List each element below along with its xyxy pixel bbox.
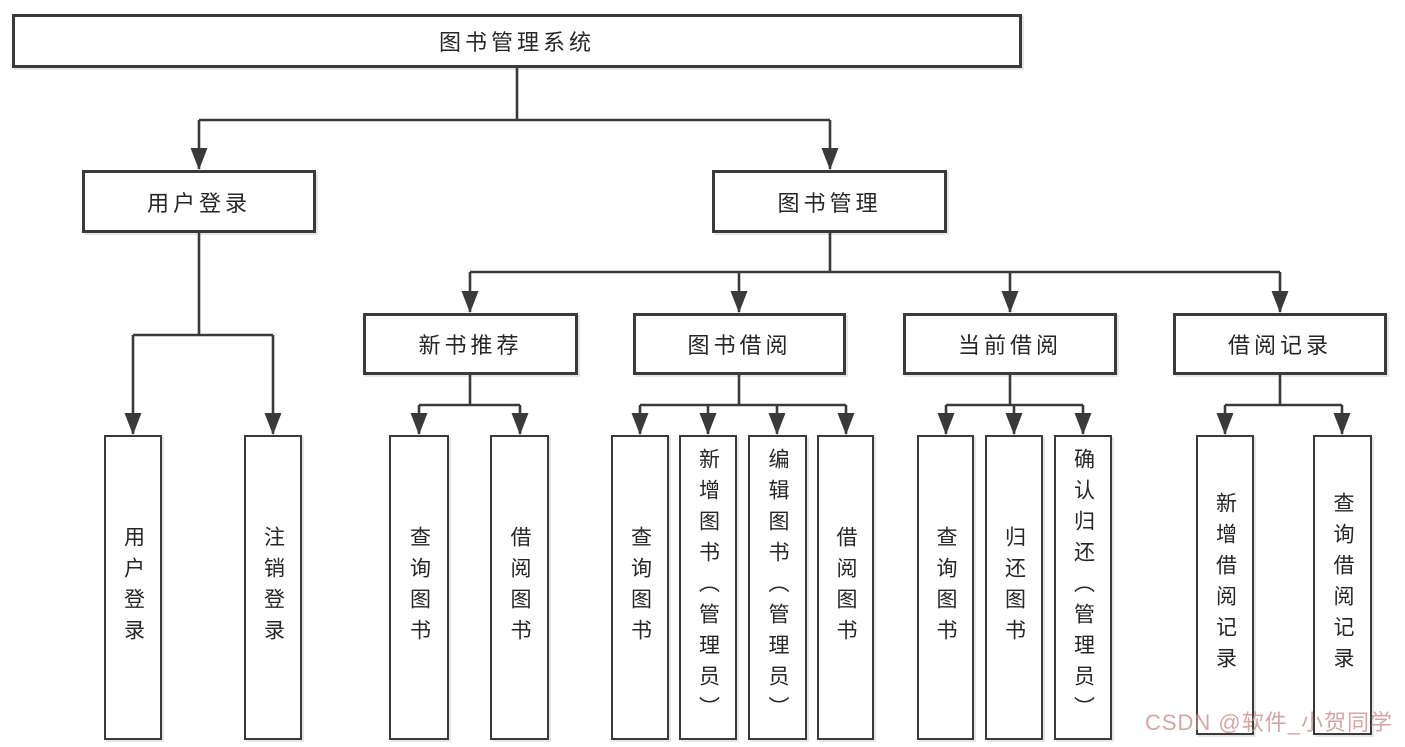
leaf-current-query-books: 查询图书 bbox=[917, 435, 974, 740]
node-label: 查询图书 bbox=[628, 525, 652, 650]
connector-bookmgmt-to-level3 bbox=[461, 233, 1289, 313]
node-user-login: 用户登录 bbox=[82, 170, 316, 233]
node-book-management: 图书管理 bbox=[712, 170, 947, 233]
node-book-borrowing: 图书借阅 bbox=[633, 313, 846, 375]
connector-records-to-leaves bbox=[1216, 375, 1351, 435]
node-label: 当前借阅 bbox=[957, 333, 1062, 358]
node-label: 用户登录 bbox=[121, 525, 145, 650]
node-label: 借阅图书 bbox=[834, 525, 857, 650]
leaf-newbook-borrow-books: 借阅图书 bbox=[490, 435, 549, 740]
leaf-borrowing-query-books: 查询图书 bbox=[611, 435, 669, 740]
node-label: 查询图书 bbox=[407, 525, 431, 650]
connector-root-to-level2 bbox=[190, 68, 839, 170]
leaf-logout: 注销登录 bbox=[244, 435, 302, 740]
node-current-borrowing: 当前借阅 bbox=[903, 313, 1117, 375]
connector-newbooks-to-leaves bbox=[410, 375, 529, 435]
leaf-borrowing-add-books-admin: 新增图书（管理员） bbox=[679, 435, 737, 740]
node-label: 借阅记录 bbox=[1227, 333, 1332, 358]
csdn-watermark: CSDN @软件_小贺同学 bbox=[1144, 710, 1393, 735]
node-label: 查询借阅记录 bbox=[1331, 492, 1354, 678]
node-label: 编辑图书（管理员） bbox=[766, 448, 789, 727]
node-label: 归还图书 bbox=[1002, 525, 1026, 650]
node-label: 用户登录 bbox=[146, 190, 251, 216]
connector-borrowing-to-leaves bbox=[631, 375, 855, 435]
node-label: 新增借阅记录 bbox=[1213, 492, 1237, 678]
node-label: 图书管理系统 bbox=[438, 30, 595, 55]
node-label: 新书推荐 bbox=[418, 333, 523, 358]
leaf-borrowing-borrow-books: 借阅图书 bbox=[817, 435, 874, 740]
node-label: 注销登录 bbox=[261, 525, 285, 650]
node-new-book-recommendation: 新书推荐 bbox=[363, 313, 578, 375]
leaf-newbook-query-books: 查询图书 bbox=[389, 435, 449, 740]
node-label: 查询图书 bbox=[934, 525, 957, 650]
leaf-user-login: 用户登录 bbox=[104, 435, 162, 740]
node-label: 图书借阅 bbox=[687, 333, 792, 358]
leaf-current-confirm-return-admin: 确认归还（管理员） bbox=[1054, 435, 1112, 740]
node-label: 确认归还（管理员） bbox=[1071, 448, 1095, 727]
node-library-system: 图书管理系统 bbox=[12, 14, 1022, 68]
node-label: 借阅图书 bbox=[508, 525, 531, 650]
leaf-records-add-record: 新增借阅记录 bbox=[1196, 435, 1254, 735]
connector-current-to-leaves bbox=[937, 375, 1092, 435]
node-label: 图书管理 bbox=[777, 190, 882, 216]
leaf-current-return-books: 归还图书 bbox=[985, 435, 1043, 740]
node-borrowing-records: 借阅记录 bbox=[1173, 313, 1387, 375]
leaf-records-query-record: 查询借阅记录 bbox=[1313, 435, 1372, 735]
node-label: 新增图书（管理员） bbox=[696, 448, 720, 727]
connector-userlogin-to-leaves bbox=[124, 233, 282, 435]
leaf-borrowing-edit-books-admin: 编辑图书（管理员） bbox=[748, 435, 807, 740]
